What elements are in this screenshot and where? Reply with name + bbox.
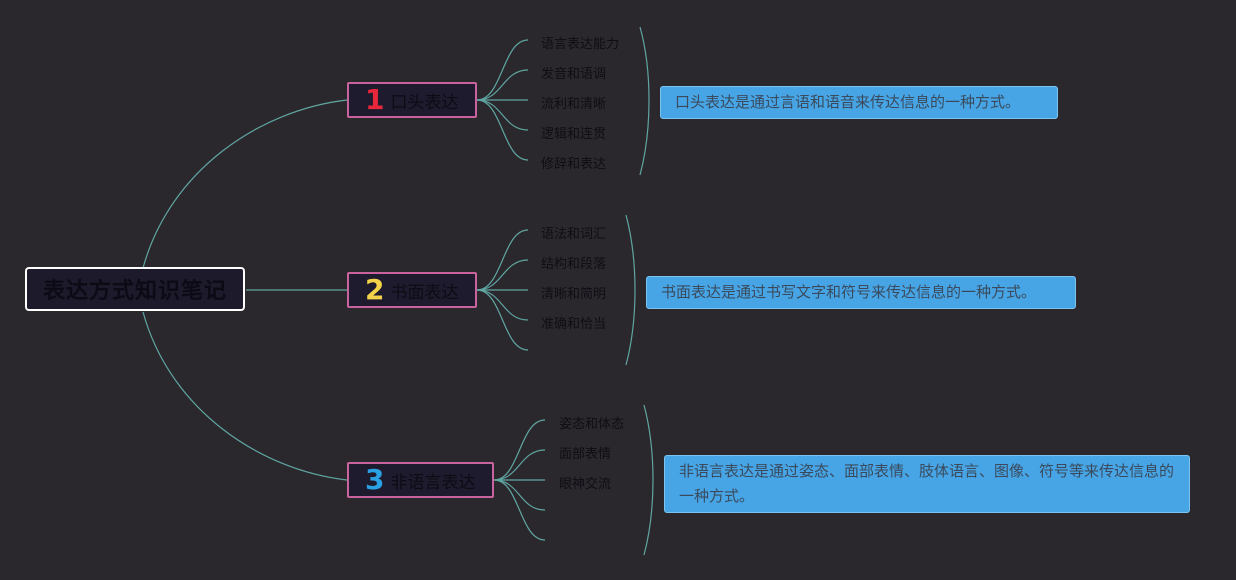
summary-bracket xyxy=(643,404,654,556)
leaf-topic[interactable]: 发音和语调 xyxy=(541,67,607,82)
leaf-topic[interactable]: 面部表情 xyxy=(559,447,612,462)
link-branch-leaf xyxy=(476,289,529,351)
branch-number: 3 xyxy=(365,463,385,496)
link-branch-leaf xyxy=(476,259,529,291)
link-branch-leaf xyxy=(493,449,546,481)
branch-note-written[interactable]: 书面表达是通过书写文字和符号来传达信息的一种方式。 xyxy=(646,276,1076,309)
branch-label: 非语言表达 xyxy=(390,472,476,493)
leaf-topic[interactable]: 逻辑和连贯 xyxy=(541,127,607,142)
leaf-topic[interactable]: 流利和清晰 xyxy=(541,97,607,112)
leaf-topic[interactable]: 修辞和表达 xyxy=(541,157,607,172)
link-branch-leaf xyxy=(493,479,546,541)
link-root-branch xyxy=(142,311,348,481)
link-branch-leaf xyxy=(493,479,546,511)
branch-label: 口头表达 xyxy=(390,92,459,113)
branch-label: 书面表达 xyxy=(390,282,459,303)
root-topic[interactable]: 表达方式知识笔记 xyxy=(25,267,245,311)
branch-number: 1 xyxy=(365,83,385,116)
branch-note-nonverbal[interactable]: 非语言表达是通过姿态、面部表情、肢体语言、图像、符号等来传达信息的一种方式。 xyxy=(664,455,1190,513)
link-branch-leaf xyxy=(476,99,529,161)
branch-note-oral[interactable]: 口头表达是通过言语和语音来传达信息的一种方式。 xyxy=(660,86,1058,119)
branch-number: 2 xyxy=(365,273,385,306)
link-branch-leaf xyxy=(476,69,529,101)
leaf-topic[interactable]: 语法和词汇 xyxy=(541,227,607,242)
link-branch-leaf xyxy=(476,289,529,321)
leaf-topic[interactable]: 结构和段落 xyxy=(541,257,607,272)
leaf-topic[interactable]: 清晰和简明 xyxy=(541,287,607,302)
root-topic-label: 表达方式知识笔记 xyxy=(42,279,227,304)
leaf-topic[interactable]: 准确和恰当 xyxy=(541,317,607,332)
link-branch-leaf xyxy=(493,419,546,481)
link-branch-leaf xyxy=(476,229,529,291)
summary-bracket xyxy=(625,214,636,366)
link-root-branch xyxy=(142,99,348,269)
summary-bracket xyxy=(639,26,650,176)
branch-topic-written[interactable]: 2 书面表达 xyxy=(347,272,477,308)
branch-topic-nonverbal[interactable]: 3 非语言表达 xyxy=(347,462,494,498)
leaf-topic[interactable]: 语言表达能力 xyxy=(541,37,620,52)
link-branch-leaf xyxy=(476,99,529,131)
link-branch-leaf xyxy=(476,39,529,101)
branch-topic-oral[interactable]: 1 口头表达 xyxy=(347,82,477,118)
leaf-topic[interactable]: 姿态和体态 xyxy=(559,417,625,432)
leaf-topic[interactable]: 眼神交流 xyxy=(559,477,612,492)
